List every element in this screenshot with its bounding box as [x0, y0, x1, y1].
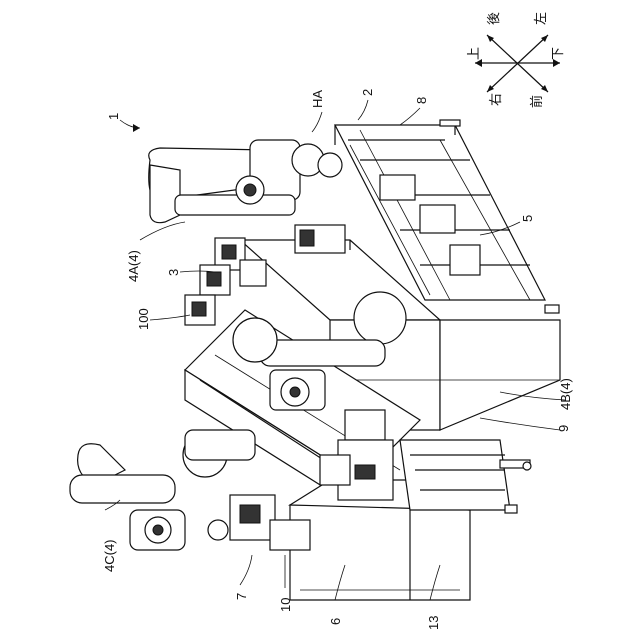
- label-table: 3: [166, 269, 181, 276]
- compass-back-label: 後: [487, 12, 502, 25]
- compass-front-label: 前: [529, 95, 545, 108]
- label-robot-b: 4B(4): [558, 378, 573, 410]
- label-figure: 1: [106, 113, 121, 120]
- label-10: 10: [278, 598, 293, 612]
- compass-up-label: 上: [467, 47, 482, 60]
- label-6: 6: [328, 618, 343, 625]
- label-13: 13: [426, 616, 441, 630]
- label-robot-c: 4C(4): [102, 539, 117, 572]
- robot-4a: [149, 140, 345, 253]
- rail-unit: [400, 440, 531, 513]
- label-5: 5: [520, 215, 535, 222]
- label-robot-a: 4A(4): [126, 250, 141, 282]
- label-9: 9: [556, 425, 571, 432]
- compass-down-label: 下: [551, 47, 566, 60]
- compass-right-label: 右: [489, 93, 504, 106]
- label-frame: 2: [360, 89, 375, 96]
- compass-left-label: 左: [534, 12, 549, 25]
- label-ha: HA: [310, 90, 325, 108]
- direction-compass: [475, 35, 560, 92]
- label-7: 7: [234, 593, 249, 600]
- label-100: 100: [136, 308, 151, 330]
- label-8: 8: [414, 97, 429, 104]
